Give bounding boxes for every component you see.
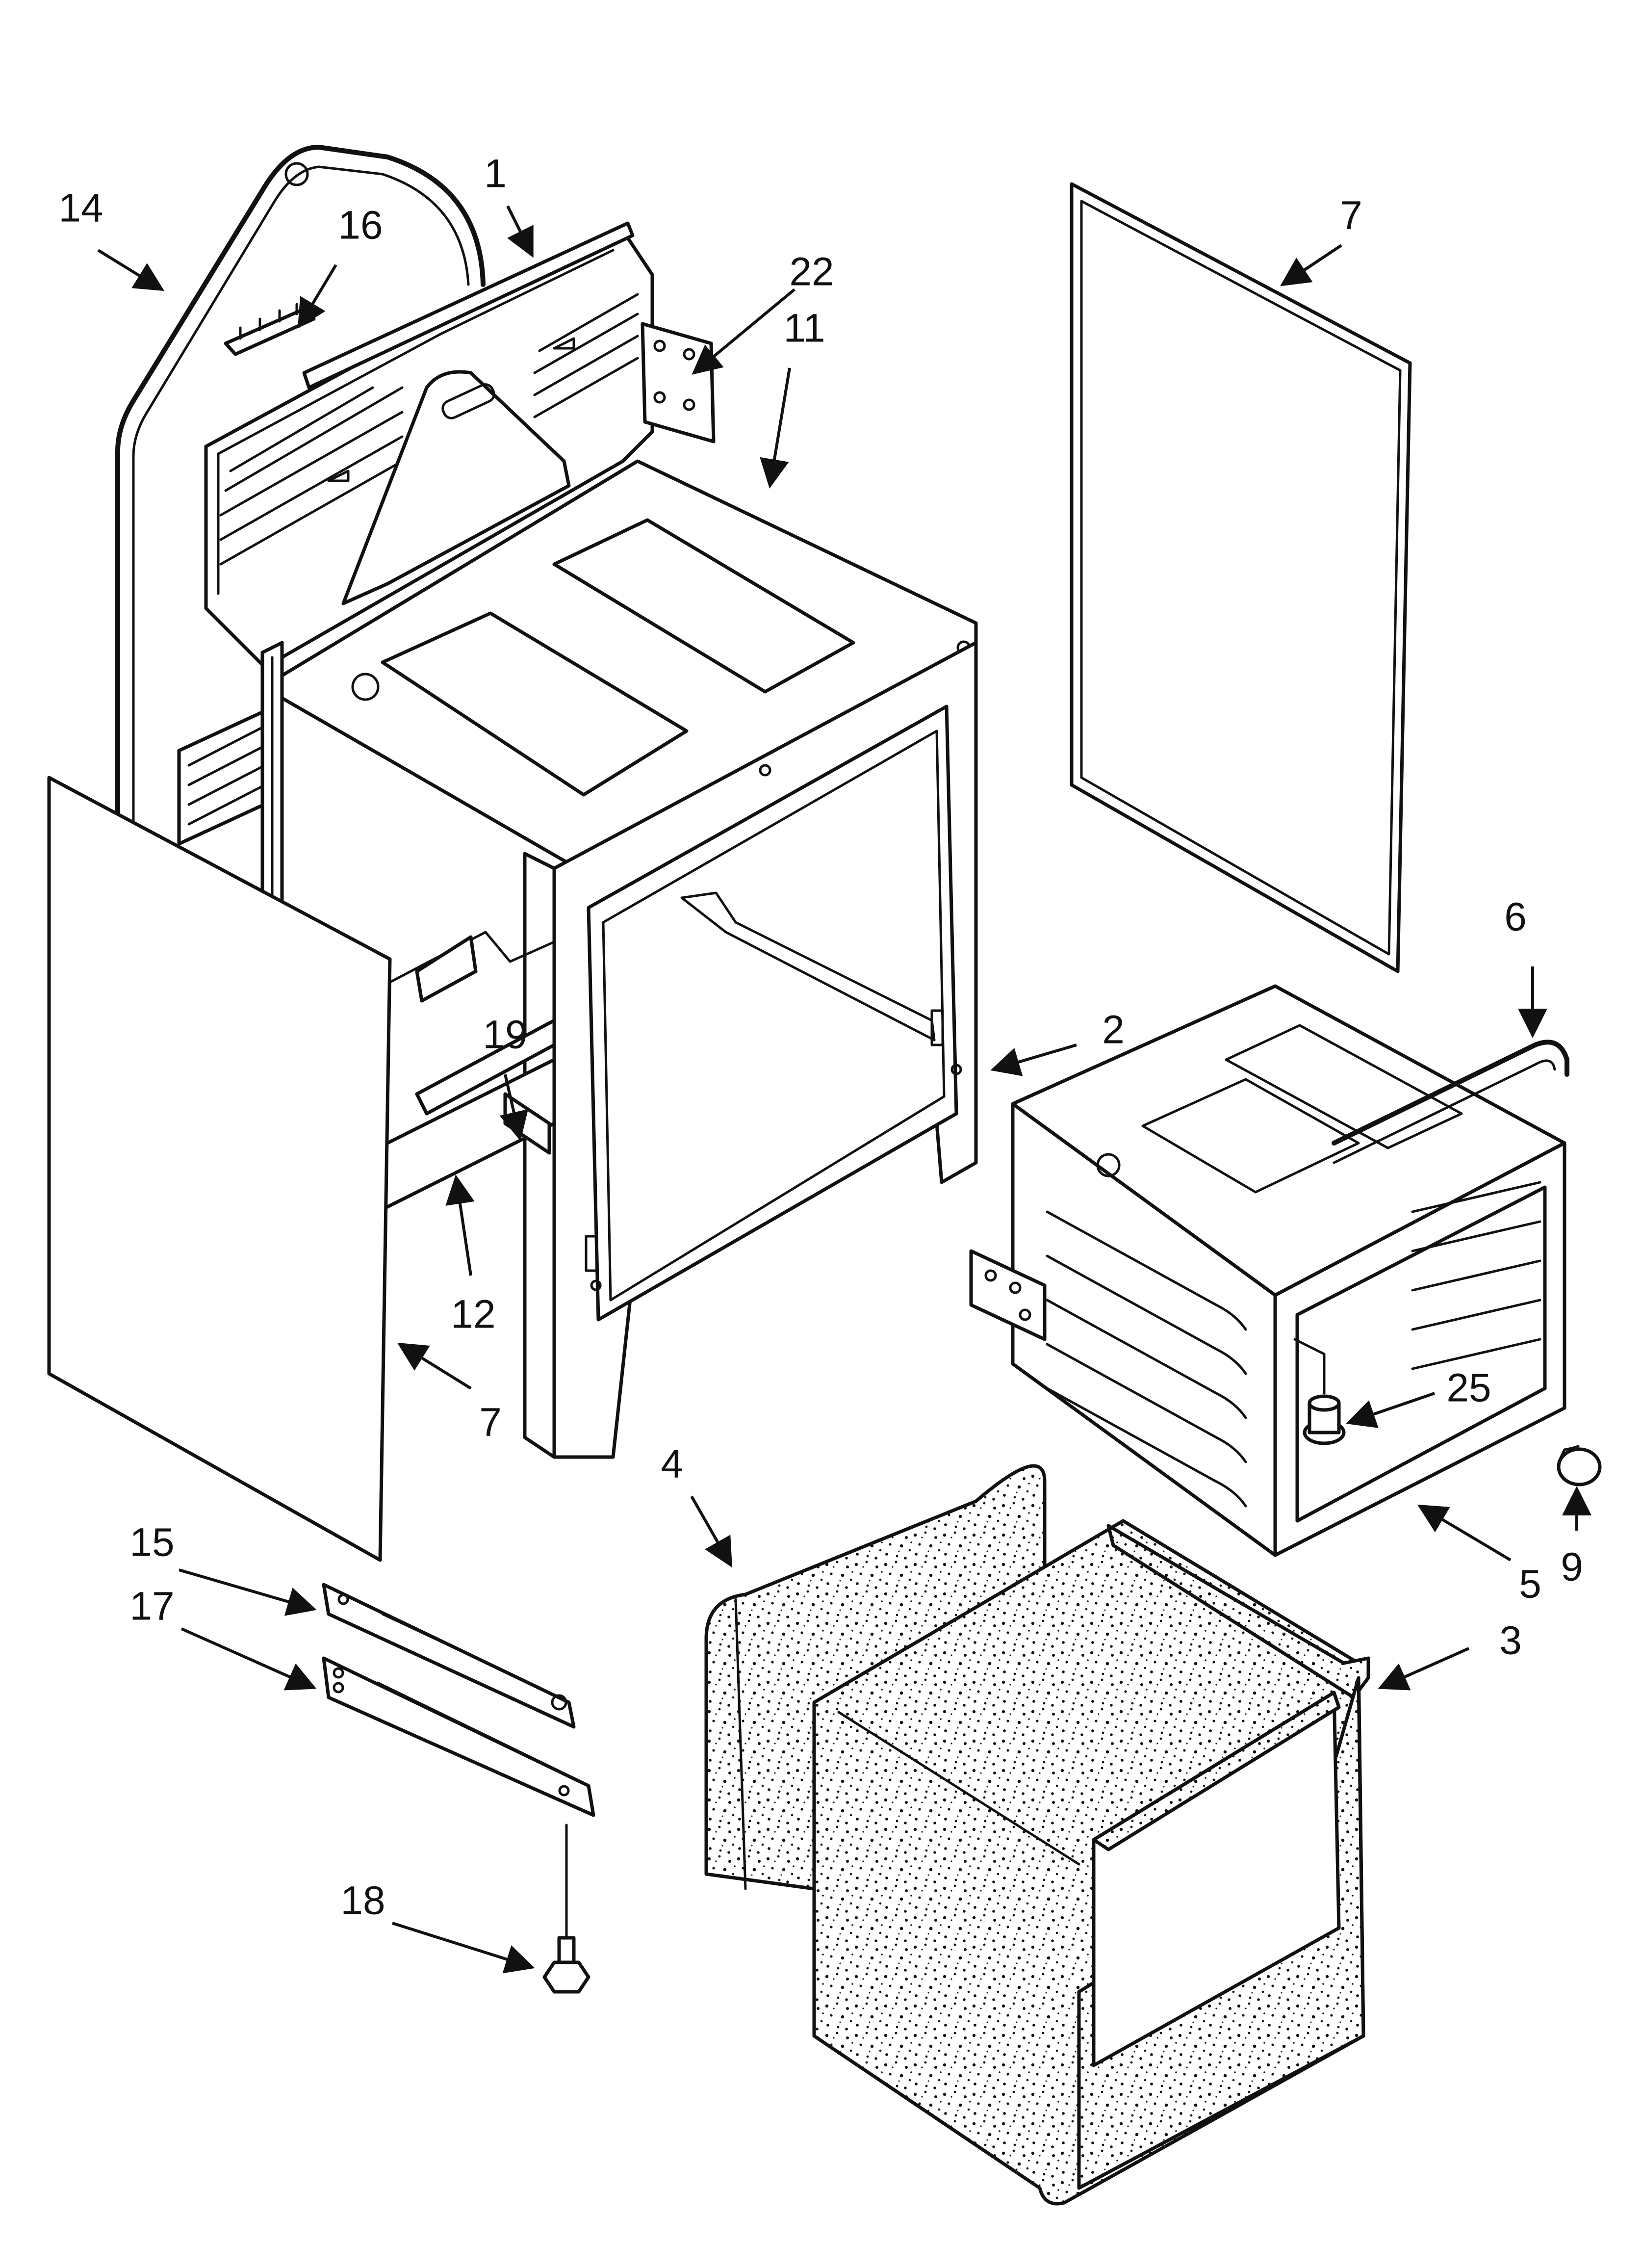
part-6-bake-element xyxy=(1332,1040,1569,1164)
callout-14: 14 xyxy=(58,186,103,231)
leader-7-bottom xyxy=(397,1342,472,1390)
leader-16 xyxy=(297,264,337,329)
part-25-oven-sensor xyxy=(1293,1338,1346,1445)
callout-3: 3 xyxy=(1499,1618,1522,1663)
callout-6: 6 xyxy=(1504,895,1527,939)
part-7-left-side-panel xyxy=(47,776,392,1562)
callout-5: 5 xyxy=(1519,1562,1541,1607)
part-14-rear-frame-tube xyxy=(115,145,486,832)
callout-labels: 1 2 3 4 5 6 7 7 9 11 12 14 15 16 17 18 1… xyxy=(58,152,1583,1923)
leader-14 xyxy=(97,249,165,291)
callout-12: 12 xyxy=(451,1292,495,1337)
leader-22 xyxy=(692,288,795,375)
callout-1: 1 xyxy=(484,152,507,196)
part-7-right-side-panel xyxy=(1070,182,1412,973)
part-16-terminal-block xyxy=(224,303,316,356)
leader-7-top xyxy=(1280,244,1342,287)
leader-12 xyxy=(445,1174,475,1276)
leader-11 xyxy=(760,367,791,489)
leader-5 xyxy=(1417,1504,1512,1562)
callout-4: 4 xyxy=(661,1442,683,1486)
callout-25: 25 xyxy=(1446,1366,1491,1410)
callout-7-top: 7 xyxy=(1340,193,1362,238)
part-1-back-panel xyxy=(204,221,654,669)
callout-2: 2 xyxy=(1102,1008,1125,1052)
part-22-hinge-bracket xyxy=(641,322,716,443)
callout-15: 15 xyxy=(129,1520,174,1565)
callout-11: 11 xyxy=(783,306,825,351)
callout-17: 17 xyxy=(129,1584,174,1629)
leader-3 xyxy=(1378,1647,1470,1691)
cavity-hinge-plate xyxy=(969,1249,1047,1341)
leader-lines xyxy=(97,205,1591,1974)
leader-1 xyxy=(506,205,534,258)
callout-9: 9 xyxy=(1561,1545,1583,1590)
leader-18 xyxy=(392,1922,535,1974)
leader-2 xyxy=(990,1043,1077,1076)
callout-18: 18 xyxy=(340,1878,385,1923)
callout-16: 16 xyxy=(338,203,383,248)
part-17-slide-rail xyxy=(322,1656,595,1817)
part-18-leveling-leg xyxy=(542,1824,590,1994)
part-3-insulation-wrap xyxy=(812,1519,1370,2206)
leader-4 xyxy=(690,1495,732,1568)
callout-22: 22 xyxy=(789,250,834,294)
leader-19 xyxy=(499,1074,529,1141)
callout-19: 19 xyxy=(483,1013,527,1057)
leader-25 xyxy=(1346,1392,1435,1428)
leader-15 xyxy=(179,1568,317,1616)
part-9-cap xyxy=(1557,1445,1602,1486)
part-15-slide-rail xyxy=(322,1583,576,1729)
part-5-oven-cavity xyxy=(1011,984,1566,1557)
leader-17 xyxy=(180,1627,317,1691)
callout-7-bottom: 7 xyxy=(479,1400,502,1445)
rear-lower-louvers xyxy=(177,704,277,846)
